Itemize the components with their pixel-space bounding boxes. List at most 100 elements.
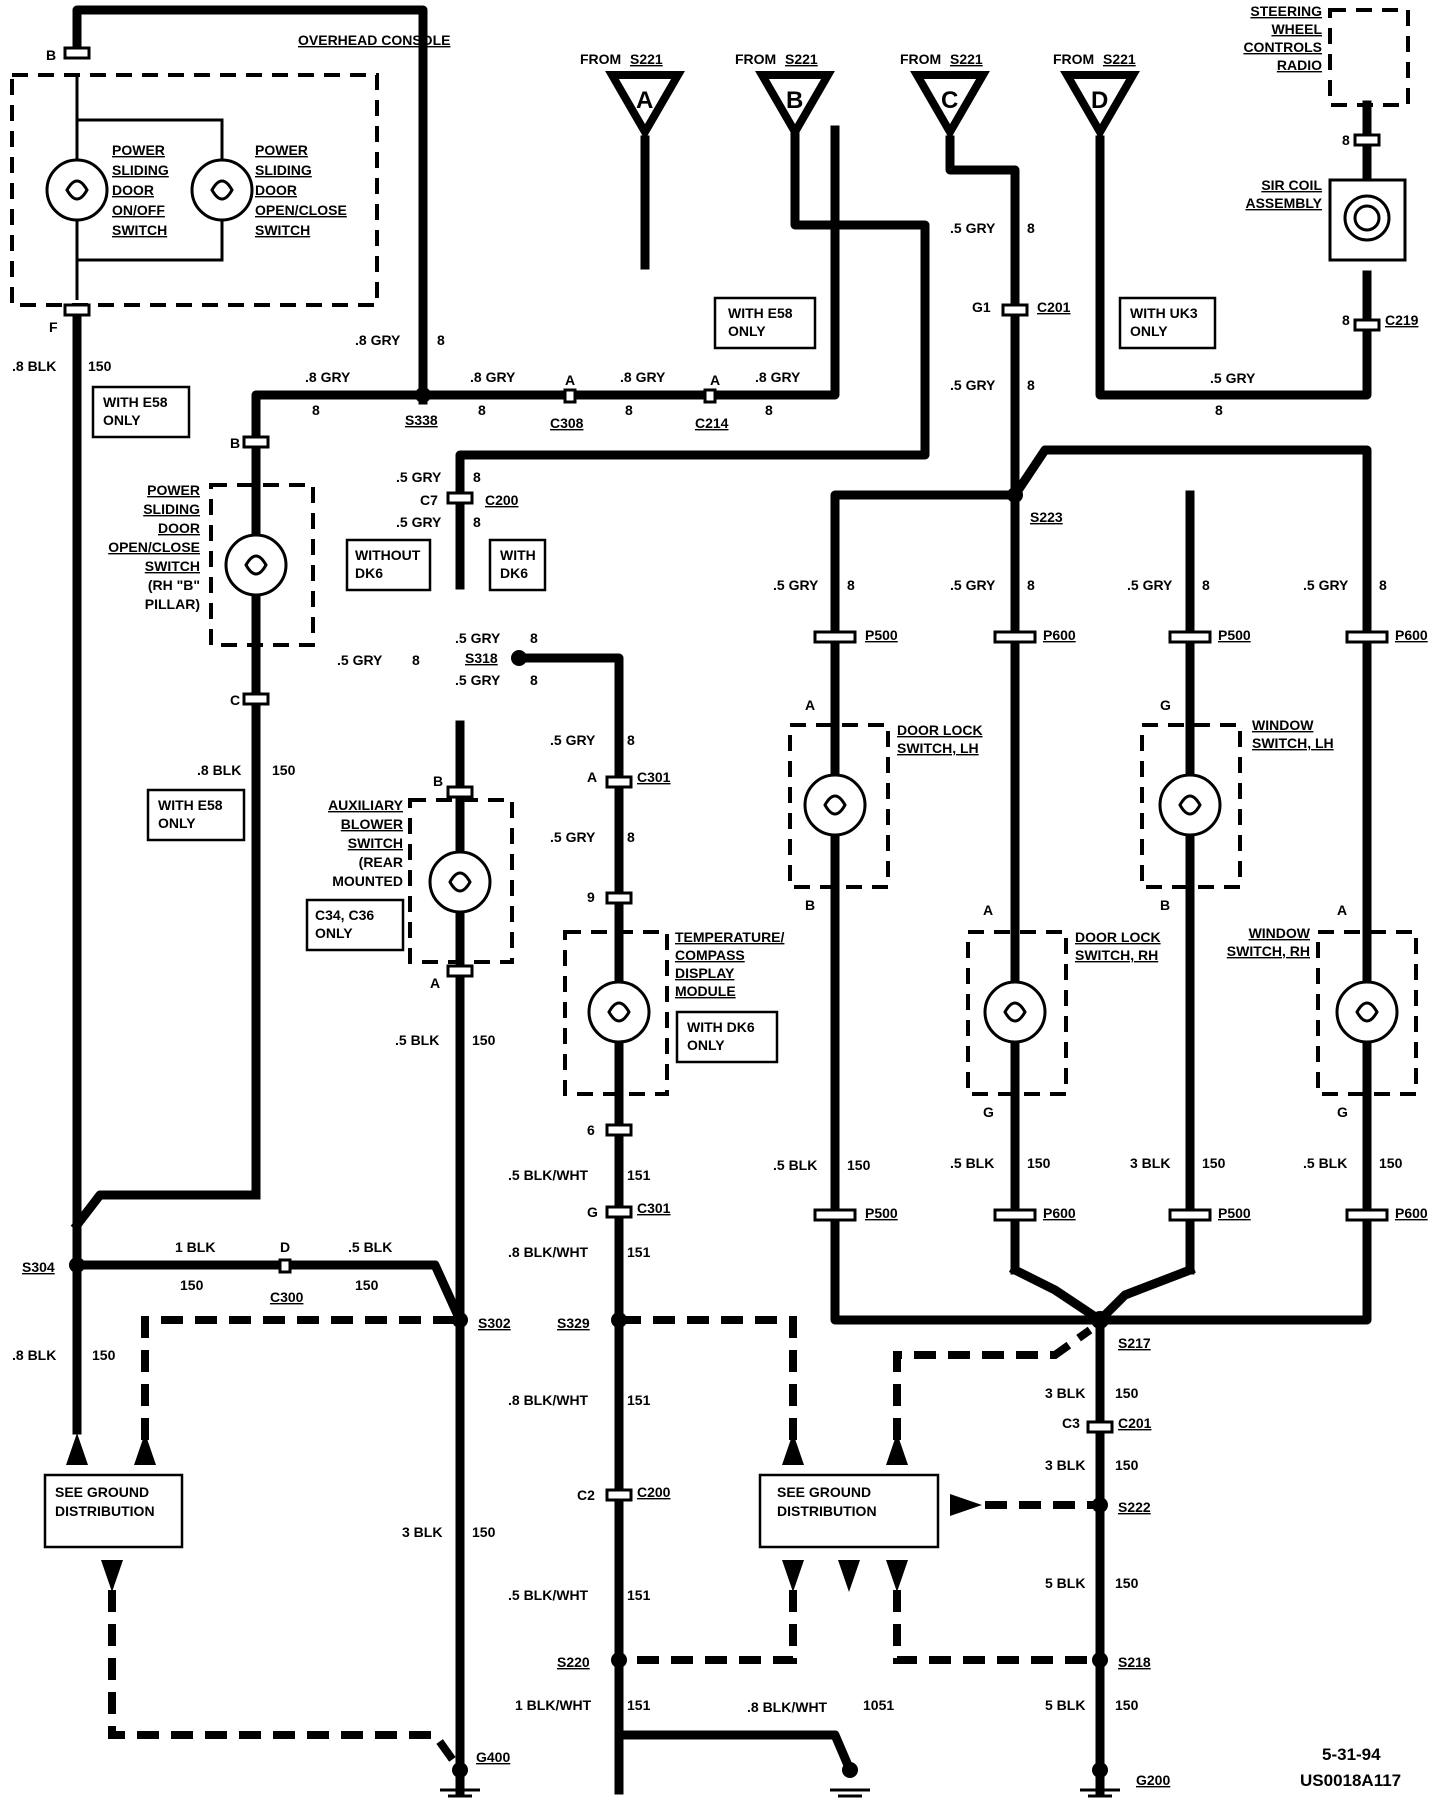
wire-label-s318-gry-bot: .5 GRY	[455, 672, 501, 688]
pin-b-pillar: B	[230, 435, 240, 451]
source-a-splice: S221	[630, 51, 663, 67]
svg-text:WITH E58: WITH E58	[103, 394, 168, 410]
pin-a-dl-lh: A	[805, 697, 815, 713]
svg-text:DOOR LOCK: DOOR LOCK	[1075, 929, 1161, 945]
splice-s222: S222	[1118, 1499, 1151, 1515]
connector-p500-2: P500	[1218, 627, 1251, 643]
psd-open-close-label: POWER SLIDING DOOR OPEN/CLOSE SWITCH	[255, 142, 347, 238]
ground-symbols	[440, 1788, 1120, 1798]
svg-text:SWITCH: SWITCH	[145, 558, 200, 574]
wire-label-dl-rh-blk: .5 BLK	[950, 1155, 994, 1171]
overhead-console-label: OVERHEAD CONSOLE	[298, 32, 450, 48]
wire-label-pillar-circuit: 150	[272, 762, 296, 778]
connector-c219: C219	[1385, 312, 1419, 328]
wire-label-c201-circuit: 8	[1027, 377, 1035, 393]
svg-text:SLIDING: SLIDING	[255, 162, 312, 178]
wire-label-1051-blkwht: .8 BLK/WHT	[747, 1699, 828, 1715]
wire-label-c201-gry: .5 GRY	[950, 377, 996, 393]
svg-text:WITH E58: WITH E58	[728, 305, 793, 321]
wire-label-win-lh-circuit: 150	[1202, 1155, 1226, 1171]
svg-text:TEMPERATURE/: TEMPERATURE/	[675, 929, 785, 945]
ground-g200: G200	[1136, 1772, 1170, 1788]
connector-p500-3: P500	[865, 1205, 898, 1221]
note-without-dk6: WITHOUT DK6	[355, 547, 421, 581]
wire-label-s318-circuit-top: 8	[530, 630, 538, 646]
wire-label-s329-blkwht: .8 BLK/WHT	[508, 1392, 589, 1408]
wire-label-c301-circuit: 151	[627, 1244, 651, 1260]
solid-wires	[70, 5, 1372, 1795]
source-c-from: FROM	[900, 51, 941, 67]
svg-text:SLIDING: SLIDING	[112, 162, 169, 178]
wire-label-c300-circuit: 150	[355, 1277, 379, 1293]
pin-a-c301: A	[587, 769, 597, 785]
wire-label-dl-rh-circuit: 150	[1027, 1155, 1051, 1171]
temp-compass-label: TEMPERATURE/ COMPASS DISPLAY MODULE	[675, 929, 785, 999]
sir-coil-box	[1328, 178, 1407, 262]
wire-label-s318-circuit-bot: 8	[530, 672, 538, 688]
wire-label-tc-circuit: 151	[627, 1167, 651, 1183]
connector-c300: C300	[270, 1289, 304, 1305]
svg-text:RADIO: RADIO	[1277, 57, 1322, 73]
source-d-splice: S221	[1103, 51, 1136, 67]
svg-text:ONLY: ONLY	[728, 323, 766, 339]
wire-label-bracket-circuit: 8	[412, 652, 420, 668]
wire-label-s220-blkwht: 1 BLK/WHT	[515, 1697, 592, 1713]
wire-label-c-circuit: 8	[1027, 220, 1035, 236]
ground-arrows	[66, 1433, 982, 1592]
wire-label-s304-circuit: 150	[92, 1347, 116, 1363]
source-a-letter: A	[636, 87, 653, 114]
svg-text:SWITCH, RH: SWITCH, RH	[1227, 943, 1310, 959]
psd-on-off-label: POWER SLIDING DOOR ON/OFF SWITCH	[112, 142, 169, 238]
svg-text:SWITCH: SWITCH	[112, 222, 167, 238]
wire-label-c-gry: .5 GRY	[950, 220, 996, 236]
svg-text:SWITCH: SWITCH	[348, 835, 403, 851]
svg-text:POWER: POWER	[147, 482, 200, 498]
wire-label-f-blk: .8 BLK	[12, 358, 56, 374]
source-b-from: FROM	[735, 51, 776, 67]
wire-label-c308-circuit: 8	[478, 402, 486, 418]
note-with-e58-left: WITH E58 ONLY	[103, 394, 168, 428]
pin-g-win-lh: G	[1160, 697, 1171, 713]
window-lh-label: WINDOW SWITCH, LH	[1252, 717, 1334, 751]
wire-label-s222-blk: 5 BLK	[1045, 1575, 1085, 1591]
svg-text:DOOR LOCK: DOOR LOCK	[897, 722, 983, 738]
footer-date: 5-31-94	[1322, 1745, 1381, 1764]
pin-a-dl-rh: A	[983, 902, 993, 918]
svg-text:MODULE: MODULE	[675, 983, 736, 999]
sir-coil-icon	[1343, 194, 1391, 242]
pin-a-c308: A	[565, 372, 575, 388]
door-lock-lh-label: DOOR LOCK SWITCH, LH	[897, 722, 983, 756]
wire-label-c308-gry: .8 GRY	[470, 369, 516, 385]
svg-text:ASSEMBLY: ASSEMBLY	[1245, 195, 1322, 211]
source-c-splice: S221	[950, 51, 983, 67]
svg-text:WITH UK3: WITH UK3	[1130, 305, 1198, 321]
note-boxes	[91, 296, 1217, 1064]
svg-text:WINDOW: WINDOW	[1249, 925, 1311, 941]
footer-figure-id: US0018A117	[1300, 1771, 1401, 1790]
overhead-console-box	[10, 73, 379, 307]
pin-c2: C2	[577, 1487, 595, 1503]
splice-s217: S217	[1118, 1335, 1151, 1351]
splice-s302: S302	[478, 1315, 511, 1331]
wire-label-p500-1-circuit: 8	[847, 577, 855, 593]
svg-text:ONLY: ONLY	[687, 1037, 725, 1053]
svg-text:(RH "B": (RH "B"	[148, 577, 200, 593]
wire-label-c201-circuit: 150	[1115, 1457, 1139, 1473]
source-b-letter: B	[786, 87, 803, 114]
connector-c200-top: C200	[485, 492, 519, 508]
wire-label-c200-gry-top: .5 GRY	[396, 469, 442, 485]
wire-label-p600-2-circuit: 8	[1379, 577, 1387, 593]
pin-b-blower: B	[433, 773, 443, 789]
wire-label-win-lh-blk: 3 BLK	[1130, 1155, 1170, 1171]
steering-wheel-controls-box	[1328, 8, 1410, 107]
wire-label-g400-circuit: 150	[472, 1524, 496, 1540]
ground-distribution-left-label: SEE GROUND DISTRIBUTION	[55, 1484, 155, 1519]
pin-c-pillar: C	[230, 692, 240, 708]
svg-text:DK6: DK6	[355, 565, 383, 581]
svg-text:COMPASS: COMPASS	[675, 947, 745, 963]
splice-dots	[69, 387, 1109, 1778]
svg-text:PILLAR): PILLAR)	[145, 596, 200, 612]
window-rh-label: WINDOW SWITCH, RH	[1227, 925, 1311, 959]
wire-label-c200-circuit-bot: 8	[473, 514, 481, 530]
svg-text:C34, C36: C34, C36	[315, 907, 374, 923]
